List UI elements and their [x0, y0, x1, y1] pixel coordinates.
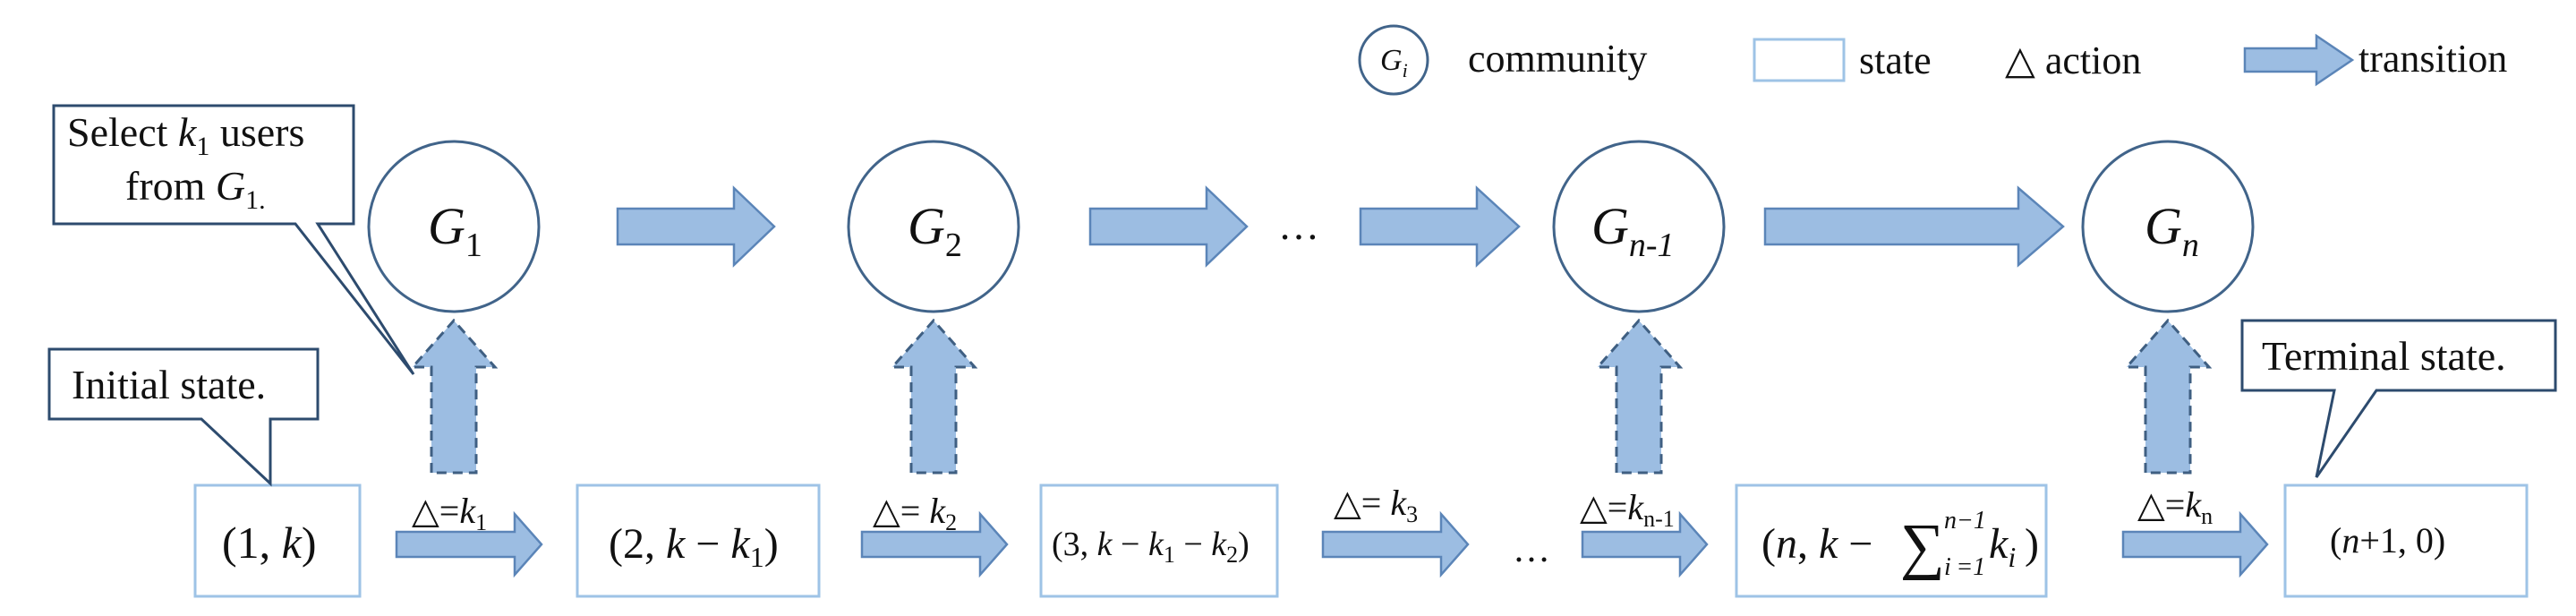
community-gn-1: Gn-1: [1552, 140, 1726, 313]
action-arrow-2: [889, 318, 978, 475]
state-sum-lower: i =1: [1944, 553, 1985, 581]
state-box: [2283, 483, 2529, 598]
state-label: (1, k): [222, 518, 317, 568]
legend-action-label: △ action: [2005, 38, 2141, 82]
action-label-n1: △=kn-1: [1580, 487, 1675, 532]
action-label-n: △=kn: [2137, 484, 2213, 529]
callout-line-2: from G1.: [125, 163, 266, 215]
state-arrow-n: [2121, 510, 2269, 578]
state-label: (2, k − k1): [609, 520, 779, 573]
state-box: [1735, 483, 2048, 598]
state-box: [1039, 483, 1279, 598]
state-terminal: (n+1, 0): [2283, 483, 2529, 598]
state-sum-upper: n−1: [1944, 507, 1986, 535]
callout-shape: [47, 347, 320, 487]
callout-terminal-state: Terminal state.: [2240, 319, 2557, 478]
legend-state-icon: [1753, 38, 1846, 82]
state-box: [576, 483, 821, 598]
state-3: (3, k − k1 − k2): [1039, 483, 1279, 598]
community-label: Gn: [2145, 197, 2199, 264]
community-gn: Gn: [2081, 140, 2255, 313]
action-arrow-n1: [1594, 318, 1684, 475]
community-g1: G1: [367, 140, 541, 313]
transition-arrow-g2-ellipsis: [1088, 185, 1249, 268]
legend-state-label: state: [1859, 38, 1932, 82]
state-1: (1, k): [193, 483, 362, 598]
action-label-3: △= k3: [1334, 483, 1418, 527]
state-box: [193, 483, 362, 598]
state-arrow-3: [1321, 510, 1470, 578]
state-transition-arrows: [395, 510, 2269, 578]
state-arrow-1: [395, 510, 543, 578]
action-label-2: △= k2: [873, 491, 957, 535]
state-label: (n, k −: [1761, 520, 1872, 568]
callout-initial-text: Initial state.: [72, 362, 266, 407]
action-arrow-n: [2123, 318, 2213, 475]
legend-transition-arrow-icon: [2243, 33, 2355, 87]
action-label-1: △=k1: [412, 491, 487, 535]
action-arrow-1: [409, 318, 499, 475]
legend-community-icon: [1358, 24, 1429, 96]
state-sum-term: ki: [1989, 520, 2016, 573]
community-g2: G2: [847, 140, 1020, 313]
community-circle: [2081, 140, 2255, 313]
community-circle: [847, 140, 1020, 313]
transition-arrow-g1-g2: [616, 185, 776, 268]
legend-community-label: community: [1468, 37, 1647, 81]
callout-initial-state: Initial state.: [47, 347, 320, 487]
legend-transition-label: transition: [2358, 37, 2507, 81]
transition-arrow-gn1-gn: [1763, 185, 2065, 268]
community-label: G1: [428, 197, 482, 264]
callout-terminal-text: Terminal state.: [2262, 333, 2506, 379]
state-sum-symbol: ∑: [1900, 512, 1945, 581]
state-2: (2, k − k1): [576, 483, 821, 598]
callout-line-1: Select k1 users: [67, 109, 304, 161]
state-label: (n+1, 0): [2330, 520, 2445, 560]
community-transition-arrows: [616, 185, 2065, 268]
callout-select-users: Select k1 users from G1.: [52, 104, 415, 375]
action-arrows: [409, 318, 2213, 475]
top-ellipsis: …: [1278, 202, 1319, 248]
community-label: G2: [908, 197, 962, 264]
community-circle: [1552, 140, 1726, 313]
state-label: (3, k − k1 − k2): [1052, 526, 1250, 568]
bottom-ellipsis: …: [1513, 529, 1550, 570]
state-close: ): [2025, 520, 2039, 568]
state-arrow-n1: [1581, 510, 1709, 578]
state-n: (n, k − ∑ n−1 i =1 ki ): [1735, 483, 2048, 598]
community-label: Gn-1: [1591, 197, 1675, 264]
callout-shape: [2240, 319, 2557, 478]
state-arrow-2: [860, 510, 1009, 578]
legend: Gi community state △ action transition: [1358, 24, 2507, 96]
transition-arrow-ellipsis-gn1: [1359, 185, 1521, 268]
community-circle: [367, 140, 541, 313]
callout-shape: [52, 104, 415, 375]
legend-community-symbol: Gi: [1380, 44, 1408, 81]
